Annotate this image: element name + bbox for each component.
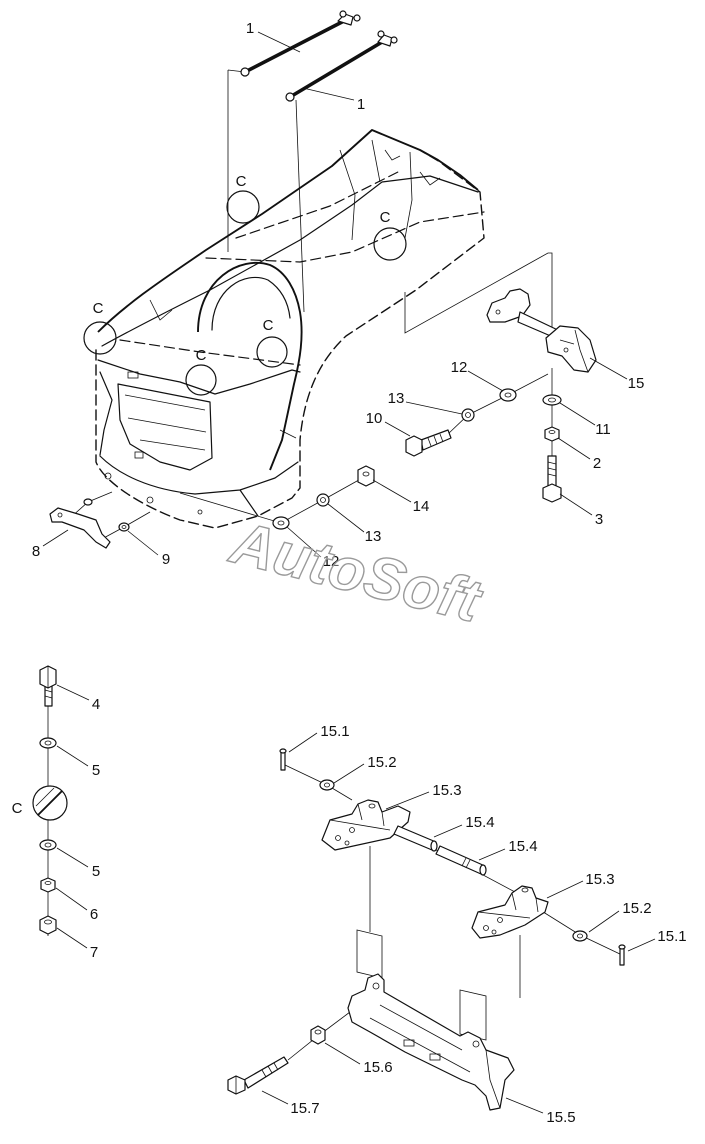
support-rod-upper [240, 10, 361, 77]
hinge-plate-15-3-right [471, 885, 549, 939]
assembly-lines [69, 69, 553, 541]
callout-label: 6 [90, 906, 98, 923]
hinge-plate-15-3-left [321, 799, 411, 851]
callout-label: 15.7 [290, 1100, 319, 1117]
callout-label: 2 [593, 455, 601, 472]
callout-label: 7 [90, 944, 98, 961]
upper-leader-lines [42, 31, 628, 558]
callout-label: 8 [32, 543, 40, 560]
callout-label: 5 [92, 762, 100, 779]
washer-13-lower [316, 493, 330, 507]
callout-label: 14 [413, 498, 430, 515]
hood-frame [95, 129, 485, 529]
callout-label: 15.2 [367, 754, 396, 771]
washer-15-2-right [572, 930, 588, 942]
callout-label: 15.4 [508, 838, 537, 855]
hinge-assembly-lines [284, 764, 623, 1061]
washer-5-lower [39, 839, 57, 851]
bracket-8 [49, 498, 111, 549]
callout-label: 15.3 [585, 871, 614, 888]
callout-label: 15.5 [546, 1109, 575, 1126]
bracket-15-5 [347, 973, 515, 1111]
callout-label: 13 [388, 390, 405, 407]
callout-label: 15.2 [622, 900, 651, 917]
callout-label: 13 [365, 528, 382, 545]
support-rod-lower [285, 30, 398, 102]
bolt-3 [542, 455, 562, 503]
callout-label: 9 [162, 551, 170, 568]
callout-label: 1 [246, 20, 254, 37]
pin-15-4-left [393, 825, 438, 852]
callout-label: C [236, 173, 247, 190]
callout-label: 15.3 [432, 782, 461, 799]
watermark: AutoSoft [223, 508, 490, 635]
callout-label: C [12, 800, 23, 817]
bolt-10 [405, 429, 452, 457]
upper-callouts: 1 1 C C C C C 15 12 13 10 11 2 3 14 13 1… [32, 20, 645, 570]
callout-label: C [380, 209, 391, 226]
washer-5-upper [39, 737, 57, 749]
washer-13-upper [461, 408, 475, 422]
callout-label: 1 [357, 96, 365, 113]
callout-label: 4 [92, 696, 100, 713]
pin-15-1-right [618, 944, 626, 966]
pin-15-4-right [435, 845, 487, 876]
detail-c-marker [32, 785, 68, 821]
nut-2 [544, 426, 560, 442]
callout-label: 10 [366, 410, 383, 427]
washer-9 [118, 522, 130, 532]
callout-label: 11 [595, 421, 611, 438]
callout-label: 12 [451, 359, 468, 376]
callout-label: 15.1 [320, 723, 349, 740]
stack-callouts: 4 5 C 5 6 7 [12, 696, 101, 961]
callout-label: 15 [628, 375, 645, 392]
nut-6 [40, 877, 56, 893]
callout-label: C [196, 347, 207, 364]
callout-label: C [93, 300, 104, 317]
nut-14 [357, 465, 375, 487]
callout-label: 15.1 [657, 928, 686, 945]
hinge-callouts: 15.1 15.2 15.3 15.4 15.4 15.3 15.2 15.1 … [290, 723, 686, 1126]
callout-label: 15.6 [363, 1059, 392, 1076]
callout-label: 3 [595, 511, 603, 528]
nut-15-6 [310, 1025, 326, 1045]
stack-leader-lines [55, 684, 90, 949]
callout-label: 15.4 [465, 814, 494, 831]
detail-c-markers [83, 190, 407, 396]
fastener-stack: 4 5 C 5 6 7 [12, 665, 101, 961]
washer-12-lower [272, 516, 290, 530]
washer-15-2-left [319, 779, 335, 791]
bolt-15-7 [227, 1056, 289, 1095]
washer-12-upper [499, 388, 517, 402]
callout-label: 12 [323, 553, 340, 570]
washer-11 [542, 394, 562, 406]
pin-15-1-left [279, 748, 287, 771]
hinge-leader-lines [261, 732, 656, 1114]
hood-hinge [486, 288, 597, 373]
callout-label: 5 [92, 863, 100, 880]
nut-7 [39, 915, 57, 935]
callout-label: C [263, 317, 274, 334]
upper-assembly: 1 1 C C C C C 15 12 13 10 11 2 3 14 13 1… [32, 10, 645, 570]
bolt-4 [39, 665, 57, 707]
hinge-assembly: 15.1 15.2 15.3 15.4 15.4 15.3 15.2 15.1 … [227, 723, 687, 1126]
